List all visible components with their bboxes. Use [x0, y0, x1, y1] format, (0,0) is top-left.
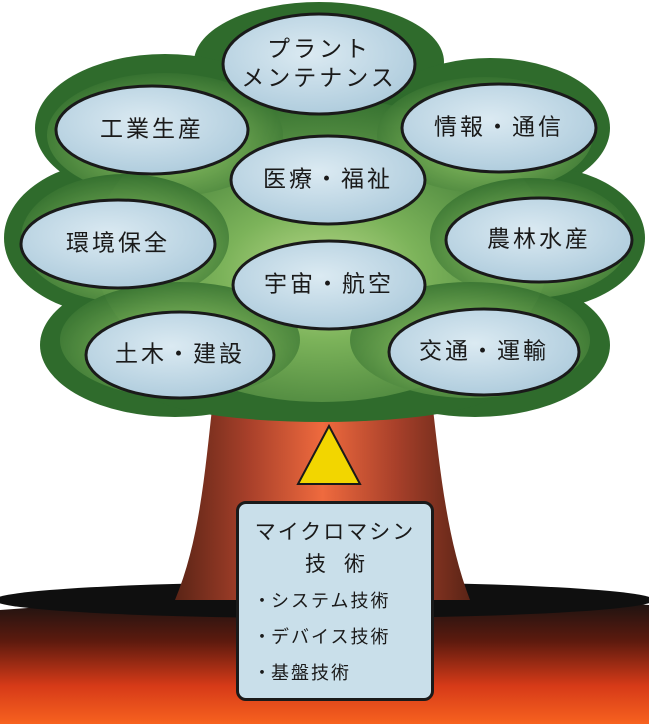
leaf-label-line: 情報・通信	[434, 114, 564, 141]
leaf-ellipse-aerospace	[231, 239, 427, 331]
leaf-ellipse-civil-engineering-construction	[84, 310, 276, 400]
bullet: ・	[253, 591, 273, 612]
leaf-label-line: 医療・福祉	[263, 166, 393, 193]
leaf-label-transportation: 交通・運輸	[419, 338, 549, 367]
micromachine-technology-box: マイクロマシン 技術 ・システム技術 ・デバイス技術 ・基盤技術	[236, 501, 434, 701]
leaf-label-line: 農林水産	[487, 226, 591, 253]
leaf-label-line: 土木・建設	[115, 341, 245, 368]
bullet: ・	[253, 627, 273, 648]
leaf-label-line: 環境保全	[66, 230, 170, 257]
leaf-label-information-communication: 情報・通信	[434, 114, 564, 143]
bullet: ・	[253, 663, 273, 684]
leaf-label-line: プラント	[266, 36, 371, 63]
leaf-label-medical-welfare: 医療・福祉	[263, 166, 393, 195]
leaf-label-agriculture-forestry-fishery: 農林水産	[487, 226, 591, 255]
tech-items-list: ・システム技術 ・デバイス技術 ・基盤技術	[253, 584, 390, 692]
leaf-ellipses	[19, 12, 634, 400]
tech-box-subtitle: 技術	[305, 552, 383, 576]
leaf-ellipse-information-communication	[400, 82, 598, 174]
leaf-label-line: 工業生産	[100, 116, 204, 143]
leaf-ellipse-transportation	[387, 307, 581, 397]
tech-item-label: デバイス技術	[271, 627, 391, 648]
leaf-label-civil-engineering-construction: 土木・建設	[115, 341, 245, 370]
tech-item-system: ・システム技術	[253, 584, 390, 620]
tech-box-title: マイクロマシン	[254, 520, 416, 544]
leaf-label-environmental-conservation: 環境保全	[66, 230, 170, 259]
leaf-label-line: 交通・運輸	[419, 338, 549, 365]
leaf-label-line: 宇宙・航空	[264, 271, 394, 298]
leaf-label-line: メンテナンス	[241, 65, 397, 91]
leaf-ellipse-environmental-conservation	[19, 198, 217, 290]
leaf-ellipse-medical-welfare	[229, 134, 427, 226]
leaf-ellipse-industrial-production	[54, 84, 250, 176]
leaf-ellipse-plant-maintenance	[221, 12, 417, 116]
leaf-label-plant-maintenance: プラントメンテナンス	[241, 35, 397, 93]
leaf-ellipse-agriculture-forestry-fishery	[444, 196, 634, 284]
leaf-label-aerospace: 宇宙・航空	[264, 271, 394, 300]
upward-arrow-icon	[296, 423, 362, 485]
tech-item-device: ・デバイス技術	[253, 620, 390, 656]
tech-item-foundation: ・基盤技術	[253, 656, 390, 692]
tech-item-label: システム技術	[271, 591, 391, 612]
leaf-label-industrial-production: 工業生産	[100, 116, 204, 145]
tech-item-label: 基盤技術	[271, 663, 351, 684]
